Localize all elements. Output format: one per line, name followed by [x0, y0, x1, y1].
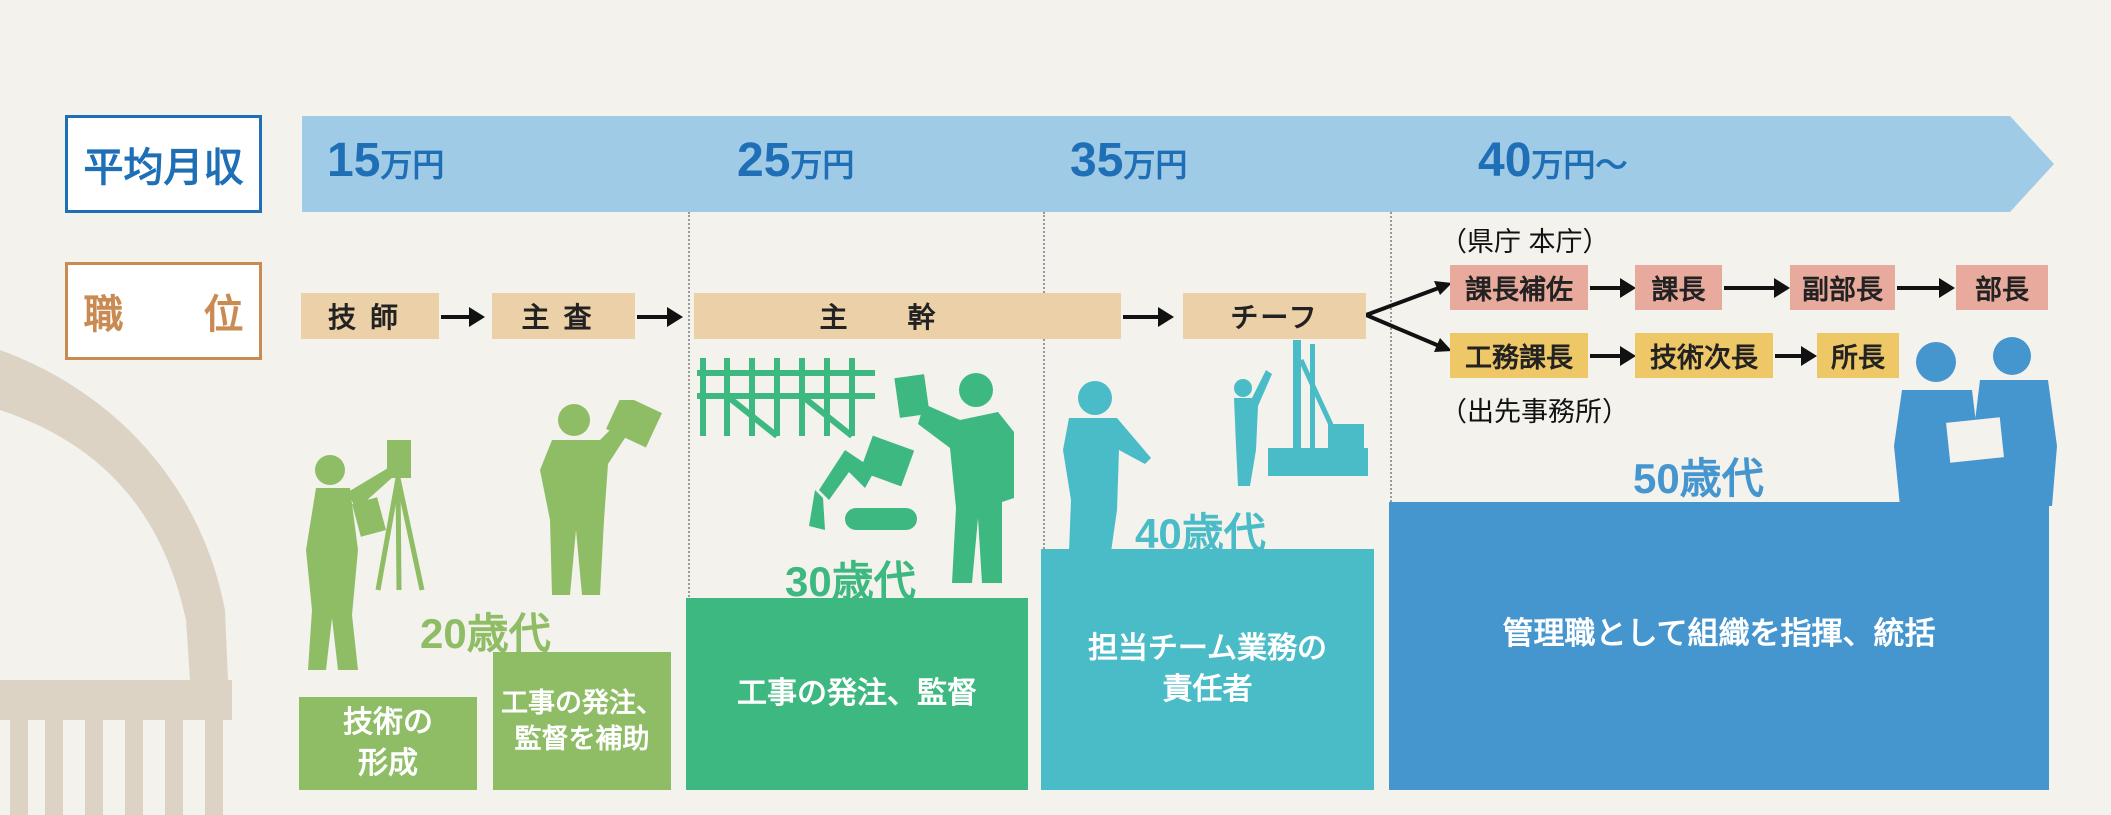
salary-2: 25万円	[737, 134, 855, 187]
position-bucho: 部長	[1956, 265, 2048, 310]
pile-driver-silhouette-icon	[1234, 340, 1368, 486]
divider-3	[1390, 212, 1392, 502]
arrow-icon	[1123, 307, 1174, 327]
arrow-icon	[1590, 278, 1636, 298]
position-shusa: 主査	[492, 293, 635, 339]
salary-1: 15万円	[327, 134, 445, 187]
pointing-worker-silhouette-icon	[1063, 381, 1151, 552]
prefecture-office-note: （県庁 本庁）	[1440, 227, 1610, 257]
surveyor-silhouette-icon	[306, 440, 425, 670]
position-gijutsu-jicho: 技術次長	[1635, 333, 1773, 378]
role-block-50s: 管理職として組織を指揮、統括	[1389, 502, 2049, 790]
arrow-icon	[441, 307, 485, 327]
age-50s: 50歳代	[1633, 455, 1764, 502]
divider-2	[1043, 212, 1045, 552]
position-shocho: 所長	[1817, 333, 1899, 378]
arrow-icon	[1724, 278, 1790, 298]
salary-arrow-bar	[302, 116, 2054, 212]
arrow-icon	[637, 307, 683, 327]
position-label: 職 位	[65, 262, 262, 360]
role-block-40s: 担当チーム業務の 責任者	[1041, 549, 1374, 790]
branch-fork-icon	[1366, 281, 1452, 352]
salary-4: 40万円〜	[1478, 134, 1628, 187]
supervisor-silhouette-icon	[894, 373, 1014, 583]
excavator-silhouette-icon	[809, 435, 917, 530]
position-gishi: 技師	[301, 293, 439, 339]
position-chief: チーフ	[1183, 293, 1366, 339]
age-20s: 20歳代	[420, 610, 551, 657]
salary-3: 35万円	[1070, 134, 1188, 187]
salary-label: 平均月収	[65, 115, 262, 213]
divider-1	[688, 212, 690, 600]
arrow-icon	[1590, 346, 1636, 366]
position-kacho: 課長	[1635, 265, 1722, 310]
role-block-20s-a: 技術の 形成	[299, 697, 477, 790]
arrow-icon	[1775, 346, 1817, 366]
position-fukubucho: 副部長	[1790, 265, 1895, 310]
arrow-icon	[1897, 278, 1955, 298]
worker-with-plans-silhouette-icon	[540, 400, 662, 595]
managers-silhouette-icon	[1894, 337, 2057, 506]
position-shukan: 主幹	[694, 293, 1121, 339]
bridge-illustration	[0, 350, 232, 815]
age-30s: 30歳代	[785, 558, 916, 605]
scaffold-silhouette-icon	[697, 358, 875, 438]
role-block-30s: 工事の発注、監督	[686, 598, 1028, 790]
position-kacho-hosa: 課長補佐	[1450, 265, 1588, 310]
branch-office-note: （出先事務所）	[1440, 397, 1629, 427]
role-block-20s-b: 工事の発注、 監督を補助	[493, 652, 671, 790]
position-komu-kacho: 工務課長	[1450, 333, 1588, 378]
